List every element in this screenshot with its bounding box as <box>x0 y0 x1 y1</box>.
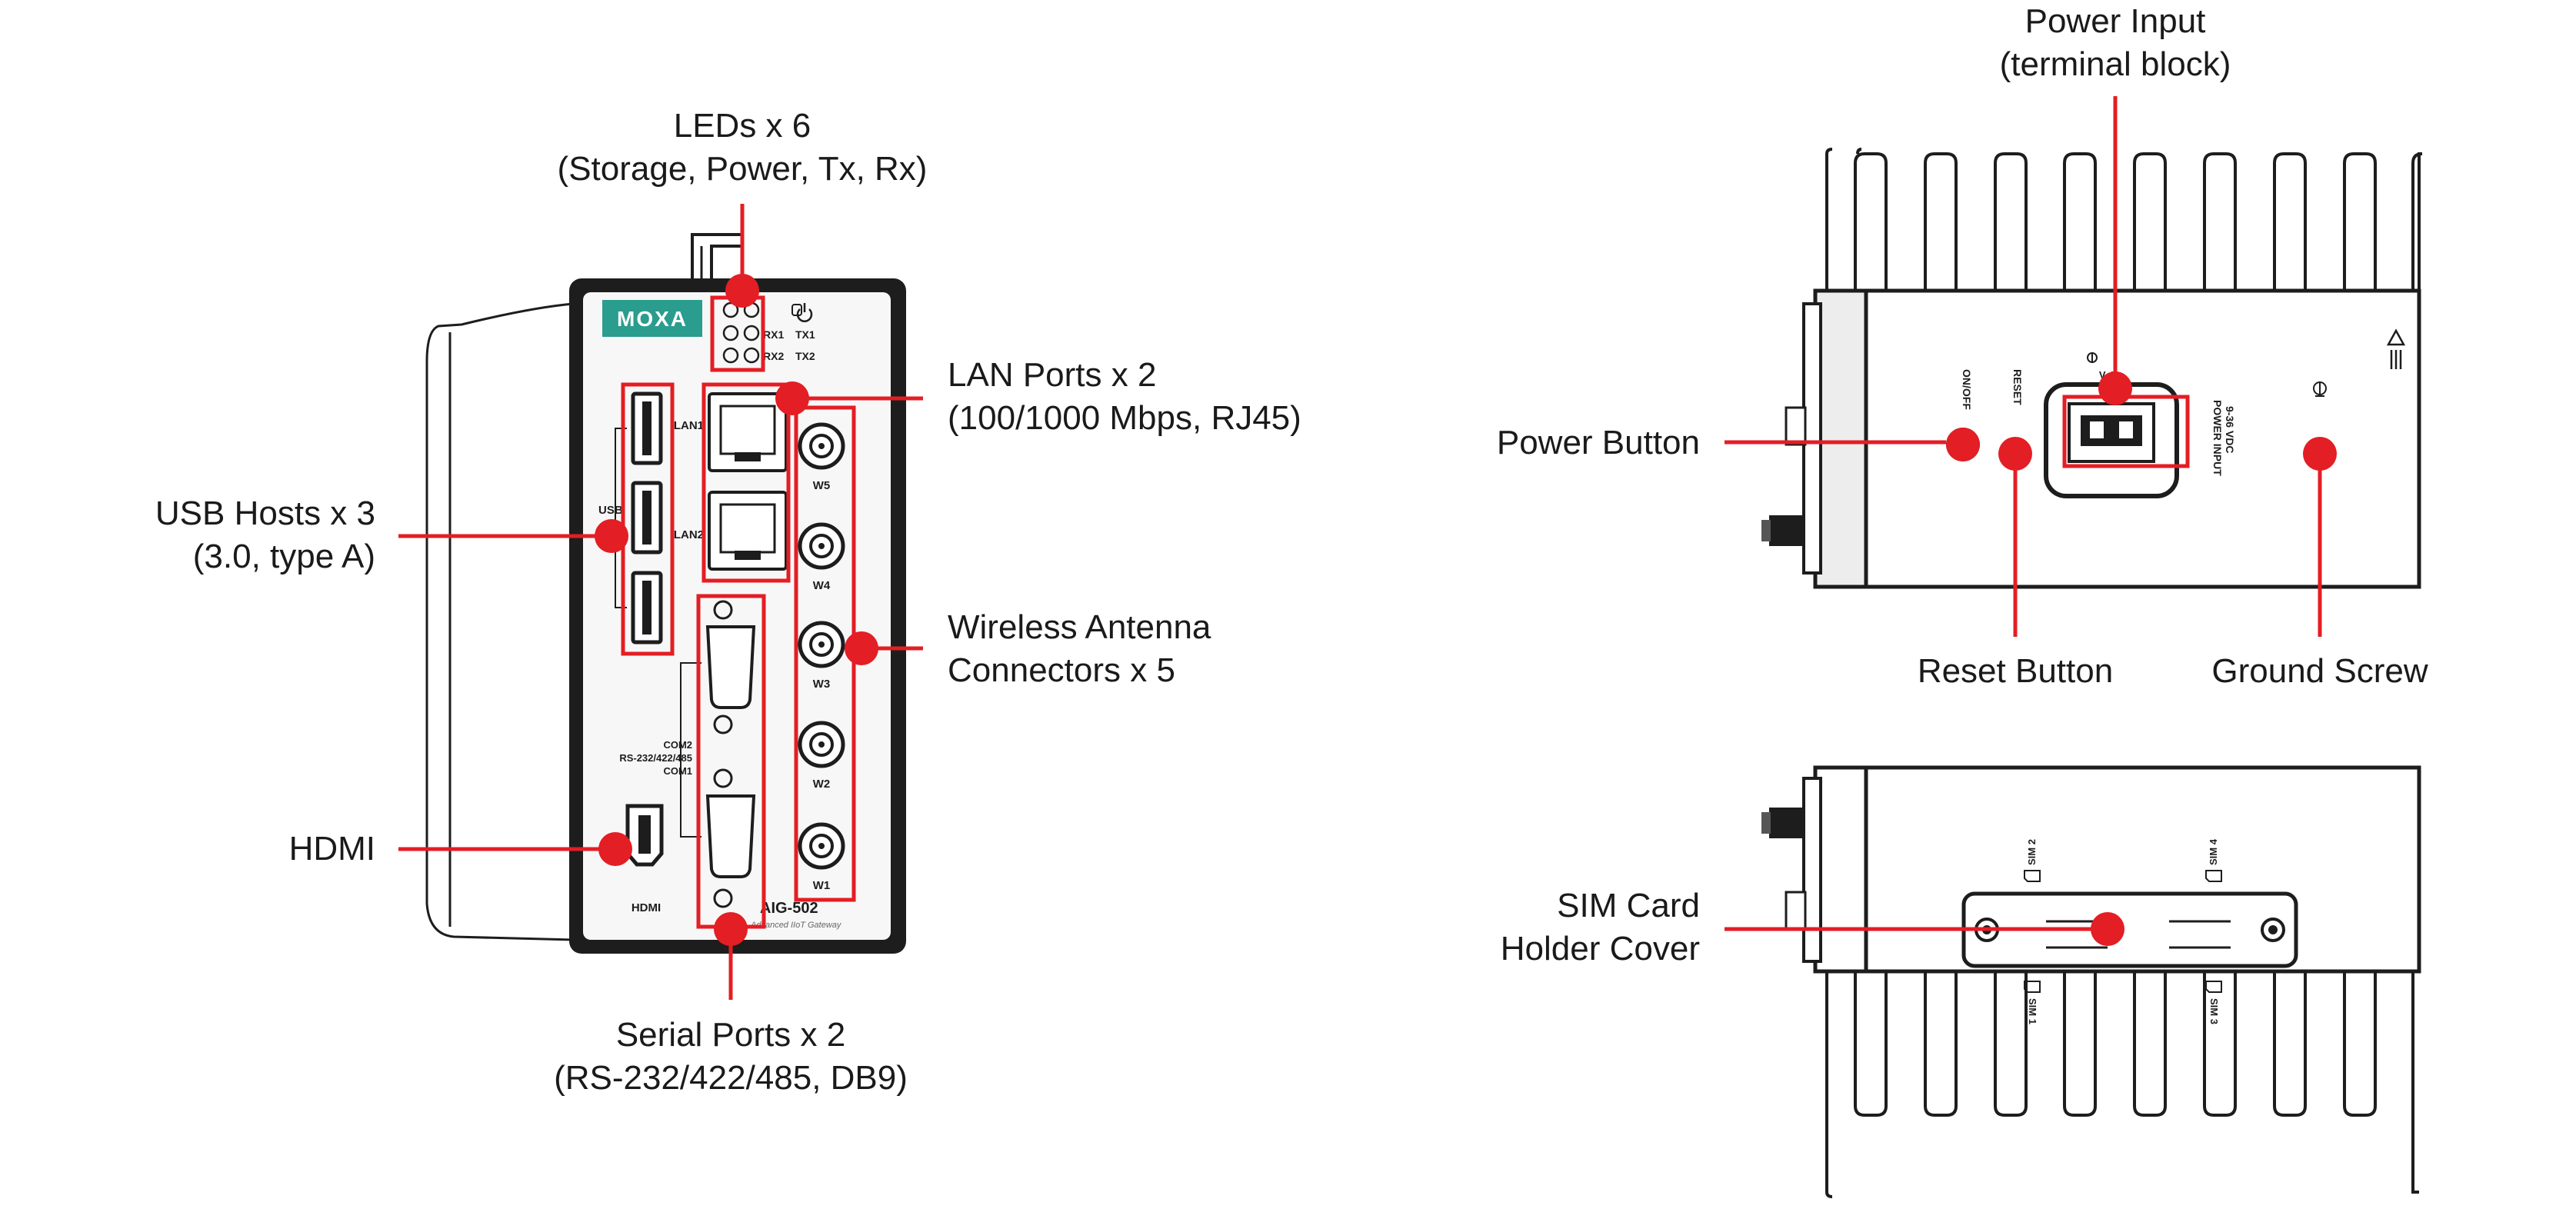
callout-serial-detail: (RS-232/422/485, DB9) <box>554 1059 908 1097</box>
brand-logo-box <box>602 300 702 337</box>
callout-ground-screw-title: Ground Screw <box>2211 652 2428 690</box>
led-label-tx2: TX2 <box>795 350 815 362</box>
usb-callout-dot <box>595 519 628 553</box>
sim1-label: SIM 1 <box>2027 998 2038 1024</box>
antenna-label-w5: W5 <box>813 479 831 492</box>
lan1-label: LAN1 <box>674 419 704 432</box>
callout-sim-cover-title: SIM Card <box>1557 887 1700 924</box>
callout-antenna: Wireless Antenna Connectors x 5 <box>948 606 1409 692</box>
sim2-label: SIM 2 <box>2026 839 2038 865</box>
ground-icon <box>2313 381 2327 397</box>
lan-callout-dot <box>775 381 809 415</box>
top-antenna-stub <box>1761 406 1807 546</box>
callout-lan: LAN Ports x 2 (100/1000 Mbps, RJ45) <box>948 354 1409 440</box>
power-input-callout-dot <box>2098 371 2132 405</box>
antenna-callout-dot <box>845 631 878 665</box>
bottom-view: SIM 2 SIM 4 SIM 1 SIM 3 <box>1761 765 2421 1198</box>
brand-logo: MOXA <box>617 307 688 331</box>
callout-power-button-title: Power Button <box>1496 424 1700 461</box>
hdmi-port-label: HDMI <box>632 901 661 914</box>
led-label-rx2: RX2 <box>763 350 784 362</box>
led-label-rx1: RX1 <box>763 328 784 341</box>
callout-usb: USB Hosts x 3 (3.0, type A) <box>0 492 375 578</box>
callout-leds-title: LEDs x 6 <box>673 107 811 145</box>
on-off-label: ON/OFF <box>1961 369 1973 410</box>
front-view: MOXA RX1 TX1 RX2 TX2 USB <box>425 233 906 954</box>
ground-icon-small <box>2087 352 2098 363</box>
callout-usb-detail: (3.0, type A) <box>192 538 375 575</box>
callout-reset-button-title: Reset Button <box>1917 652 2114 690</box>
top-view: V- V+ ON/OFF RESET POWER INPUT 9-36 VDC <box>1761 148 2423 589</box>
antenna-label-w3: W3 <box>813 678 831 691</box>
reset-label: RESET <box>2011 369 2024 405</box>
led-label-tx1: TX1 <box>795 328 815 341</box>
callout-power-input-detail: (terminal block) <box>1999 45 2231 83</box>
bottom-body <box>1813 765 2421 974</box>
warning-hot-surface-icon <box>2386 328 2406 369</box>
com1-label: COM1 <box>663 765 692 777</box>
usb-port-group <box>615 391 663 644</box>
callout-power-input: Power Input (terminal block) <box>1885 0 2346 86</box>
din-clip <box>691 233 744 281</box>
sim3-label: SIM 3 <box>2208 998 2220 1024</box>
led-indicators <box>722 301 760 364</box>
callout-lan-detail: (100/1000 Mbps, RJ45) <box>948 399 1301 437</box>
callout-leds-detail: (Storage, Power, Tx, Rx) <box>557 150 928 188</box>
front-side-flange <box>425 302 575 941</box>
bottom-antenna-stub <box>1761 808 1807 931</box>
ground-callout-dot <box>2303 437 2337 471</box>
lan-highlight-box <box>701 382 791 583</box>
callout-antenna-title: Wireless Antenna <box>948 608 1211 646</box>
sim-cover-callout-dot <box>2091 912 2124 946</box>
top-heatsink-fins <box>1854 148 2423 292</box>
lan-port-group <box>708 392 788 571</box>
antenna-label-w1: W1 <box>813 879 831 892</box>
callout-hdmi: HDMI <box>0 828 375 871</box>
sim-card-icons <box>2024 870 2222 993</box>
hdmi-port <box>625 804 664 867</box>
serial-callout-dot <box>714 912 748 946</box>
callout-hdmi-title: HDMI <box>288 830 375 868</box>
callout-serial: Serial Ports x 2 (RS-232/422/485, DB9) <box>500 1014 961 1100</box>
com-standard-label: RS-232/422/485 <box>619 752 692 764</box>
power-button-callout-dot <box>1946 428 1980 461</box>
lan2-label: LAN2 <box>674 528 704 541</box>
antenna-label-w4: W4 <box>813 579 831 592</box>
power-input-rating-label-1: POWER INPUT <box>2211 400 2224 476</box>
bottom-heatsink-fins <box>1825 971 2419 1198</box>
callout-usb-title: USB Hosts x 3 <box>155 495 375 532</box>
callout-serial-title: Serial Ports x 2 <box>615 1016 846 1054</box>
model-name: AIG-502 <box>760 900 818 917</box>
callout-leds: LEDs x 6 (Storage, Power, Tx, Rx) <box>512 105 973 191</box>
led-callout-dot <box>725 274 759 308</box>
serial-port-group <box>680 600 756 908</box>
model-subtitle: Advanced IIoT Gateway <box>750 921 842 930</box>
callout-power-button: Power Button <box>1308 421 1700 465</box>
reset-callout-dot <box>1998 437 2032 471</box>
callout-antenna-detail: Connectors x 5 <box>948 651 1175 689</box>
antenna-connector-group <box>798 422 845 870</box>
sim4-label: SIM 4 <box>2208 838 2219 865</box>
callout-lan-title: LAN Ports x 2 <box>948 356 1157 394</box>
callout-sim-cover: SIM Card Holder Cover <box>1308 884 1700 971</box>
callout-ground-screw: Ground Screw <box>2089 650 2551 693</box>
callout-dots <box>595 274 2337 946</box>
com2-label: COM2 <box>663 739 692 751</box>
hdmi-callout-dot <box>598 832 632 866</box>
callout-power-input-title: Power Input <box>2024 2 2206 40</box>
callout-reset-button: Reset Button <box>1785 650 2246 693</box>
power-icon <box>796 303 813 322</box>
usb-highlight-box <box>621 382 675 656</box>
usb-port-label: USB <box>598 504 623 517</box>
antenna-label-w2: W2 <box>813 778 831 791</box>
callout-sim-cover-detail: Holder Cover <box>1500 930 1700 968</box>
power-input-rating-label-2: 9-36 VDC <box>2224 406 2236 453</box>
